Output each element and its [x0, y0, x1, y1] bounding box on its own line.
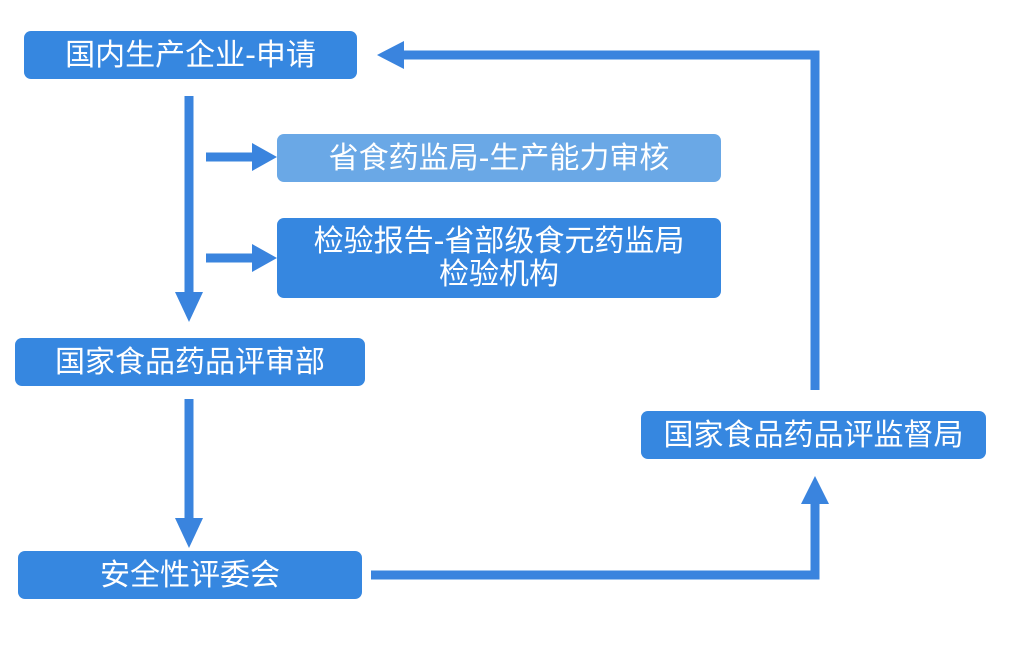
arrow-bureau-to-apply: [402, 50, 820, 390]
arrowhead-right-1: [252, 143, 277, 171]
arrowhead-down-2: [175, 518, 203, 548]
arrowhead-left: [377, 41, 404, 69]
node-safety-committee-label: 安全性评委会: [100, 557, 280, 593]
node-inspection-label-line1: 检验报告-省部级食元药监局: [313, 224, 685, 259]
arrowhead-down-1: [175, 292, 203, 322]
arrowhead-up: [801, 476, 829, 504]
arrow-committee-to-bureau: [371, 502, 820, 580]
node-provincial-review-label: 省食药监局-生产能力审核: [328, 140, 670, 176]
node-apply-label: 国内生产企业-申请: [65, 37, 316, 73]
node-inspection: 检验报告-省部级食元药监局 检验机构: [277, 218, 721, 298]
arrowhead-right-2: [252, 244, 277, 272]
node-inspection-label-line2: 检验机构: [439, 257, 559, 292]
node-provincial-review: 省食药监局-生产能力审核: [277, 134, 721, 182]
node-apply: 国内生产企业-申请: [24, 31, 357, 79]
node-review-center: 国家食品药品评审部: [15, 338, 365, 386]
node-review-center-label: 国家食品药品评审部: [55, 344, 325, 380]
node-safety-committee: 安全性评委会: [18, 551, 362, 599]
node-supervision-bureau: 国家食品药品评监督局: [641, 411, 986, 459]
node-supervision-bureau-label: 国家食品药品评监督局: [663, 417, 964, 453]
